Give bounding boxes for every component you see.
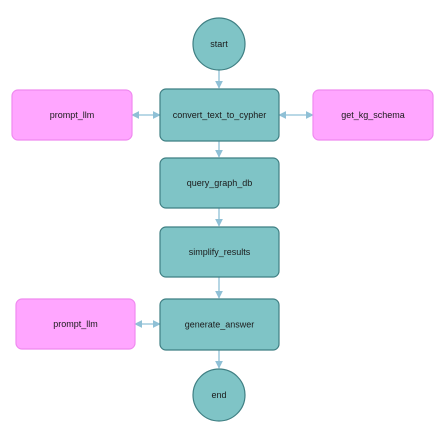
prompt-llm-node-bottom[interactable]: prompt_llm bbox=[15, 298, 136, 350]
edges bbox=[131, 70, 314, 369]
simplify-results-label: simplify_results bbox=[189, 247, 251, 257]
prompt-llm-label-bottom: prompt_llm bbox=[53, 319, 98, 329]
end-node[interactable]: end bbox=[192, 368, 246, 422]
prompt-llm-node-top[interactable]: prompt_llm bbox=[11, 89, 133, 141]
get-kg-schema-label: get_kg_schema bbox=[341, 110, 405, 120]
query-graph-db-node[interactable]: query_graph_db bbox=[159, 157, 280, 209]
start-node[interactable]: start bbox=[192, 17, 246, 71]
generate-answer-label: generate_answer bbox=[185, 320, 255, 330]
convert-text-to-cypher-node[interactable]: convert_text_to_cypher bbox=[159, 88, 280, 142]
convert-text-to-cypher-label: convert_text_to_cypher bbox=[173, 110, 267, 120]
simplify-results-node[interactable]: simplify_results bbox=[159, 226, 280, 278]
generate-answer-node[interactable]: generate_answer bbox=[159, 298, 280, 351]
query-graph-db-label: query_graph_db bbox=[187, 178, 253, 188]
start-node-label: start bbox=[210, 39, 228, 49]
get-kg-schema-node[interactable]: get_kg_schema bbox=[312, 89, 434, 141]
prompt-llm-label-top: prompt_llm bbox=[50, 110, 95, 120]
end-node-label: end bbox=[211, 390, 226, 400]
